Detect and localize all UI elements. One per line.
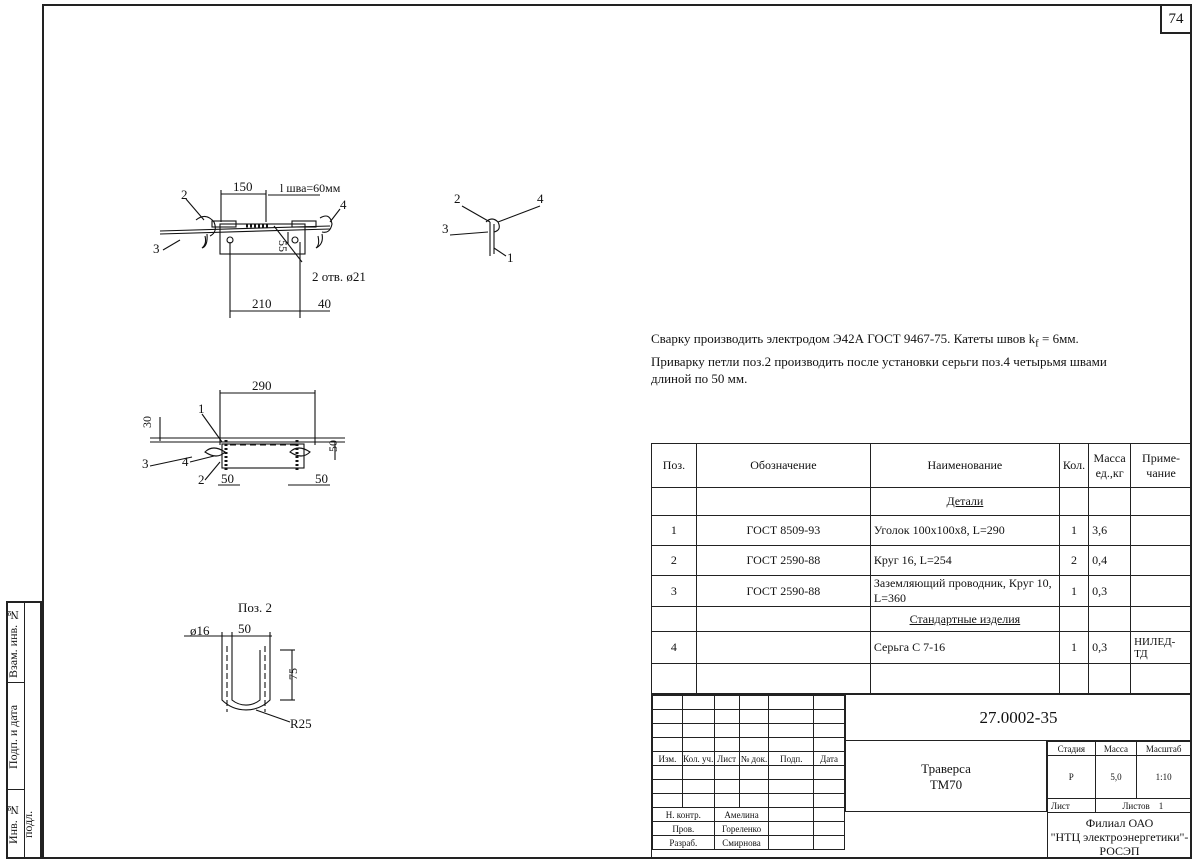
dim-55: 55 bbox=[276, 240, 290, 252]
pos-marker: 2 bbox=[181, 187, 188, 202]
weld-length-label: l шва=60мм bbox=[280, 181, 341, 195]
drawing-area: 150 l шва=60мм 55 2 отв. ø21 210 40 2 3 … bbox=[140, 179, 544, 731]
technical-notes: Сварку производить электродом Э42А ГОСТ … bbox=[651, 330, 1151, 387]
page-number: 74 bbox=[1160, 4, 1192, 34]
sheet-frame bbox=[42, 4, 1192, 859]
note-line-3: длиной по 50 мм. bbox=[651, 370, 748, 386]
pos-marker: 4 bbox=[537, 191, 544, 206]
dim-30: 30 bbox=[140, 416, 154, 428]
note-line-1: Сварку производить электродом Э42А ГОСТ … bbox=[651, 331, 1079, 350]
note-line-2: Приварку петли поз.2 производить после у… bbox=[651, 353, 1107, 369]
pos-marker: 3 bbox=[142, 456, 149, 471]
table-header: Поз. Обозначение Наименование Кол. Масса… bbox=[651, 443, 1192, 488]
pos-marker: 2 bbox=[454, 191, 461, 206]
view-loop bbox=[184, 632, 295, 723]
role-row: Пров.Гореленко bbox=[652, 821, 845, 836]
view-top bbox=[159, 190, 341, 318]
dim-210: 210 bbox=[252, 296, 272, 311]
section-row: Детали bbox=[651, 487, 1192, 516]
dim-50-left: 50 bbox=[221, 471, 234, 486]
document-code: 27.0002-35 bbox=[845, 695, 1191, 741]
dim-r25: R25 bbox=[290, 716, 312, 731]
view-plan bbox=[149, 390, 345, 486]
pos-marker: 1 bbox=[198, 401, 205, 416]
dim-d16: ø16 bbox=[190, 623, 210, 638]
organization: Филиал ОАО "НТЦ электроэнергетики"- РОСЭ… bbox=[1047, 813, 1191, 859]
pos-marker: 3 bbox=[442, 221, 449, 236]
view-side bbox=[449, 205, 541, 257]
pos-marker: 1 bbox=[507, 250, 514, 265]
side-cell-replacement: Взам. инв. № bbox=[6, 603, 24, 683]
side-cell-signature: Подп. и дата bbox=[6, 683, 24, 790]
dim-50: 50 bbox=[238, 621, 251, 636]
pos-marker: 4 bbox=[340, 197, 347, 212]
drawing-title: Траверса ТМ70 bbox=[845, 741, 1047, 812]
dim-290: 290 bbox=[252, 378, 272, 393]
dim-50-right: 50 bbox=[315, 471, 328, 486]
section-row: Стандартные изделия bbox=[651, 606, 1192, 632]
pos-marker: 2 bbox=[198, 472, 205, 487]
role-row: Разраб.Смирнова bbox=[652, 835, 845, 850]
role-row: Н. контр.Амелина bbox=[652, 807, 845, 822]
pos-marker: 4 bbox=[182, 454, 189, 469]
dim-40: 40 bbox=[318, 296, 331, 311]
specification-table: Поз. Обозначение Наименование Кол. Масса… bbox=[651, 443, 1192, 694]
loop-title: Поз. 2 bbox=[238, 600, 272, 615]
dim-50-vertical: 50 bbox=[326, 440, 340, 452]
side-strip: Взам. инв. № Подп. и дата Инв. № подл. bbox=[6, 601, 42, 859]
dim-150: 150 bbox=[233, 179, 253, 194]
pos-marker: 3 bbox=[153, 241, 160, 256]
dim-75: 75 bbox=[286, 668, 300, 680]
holes-label: 2 отв. ø21 bbox=[312, 269, 366, 284]
